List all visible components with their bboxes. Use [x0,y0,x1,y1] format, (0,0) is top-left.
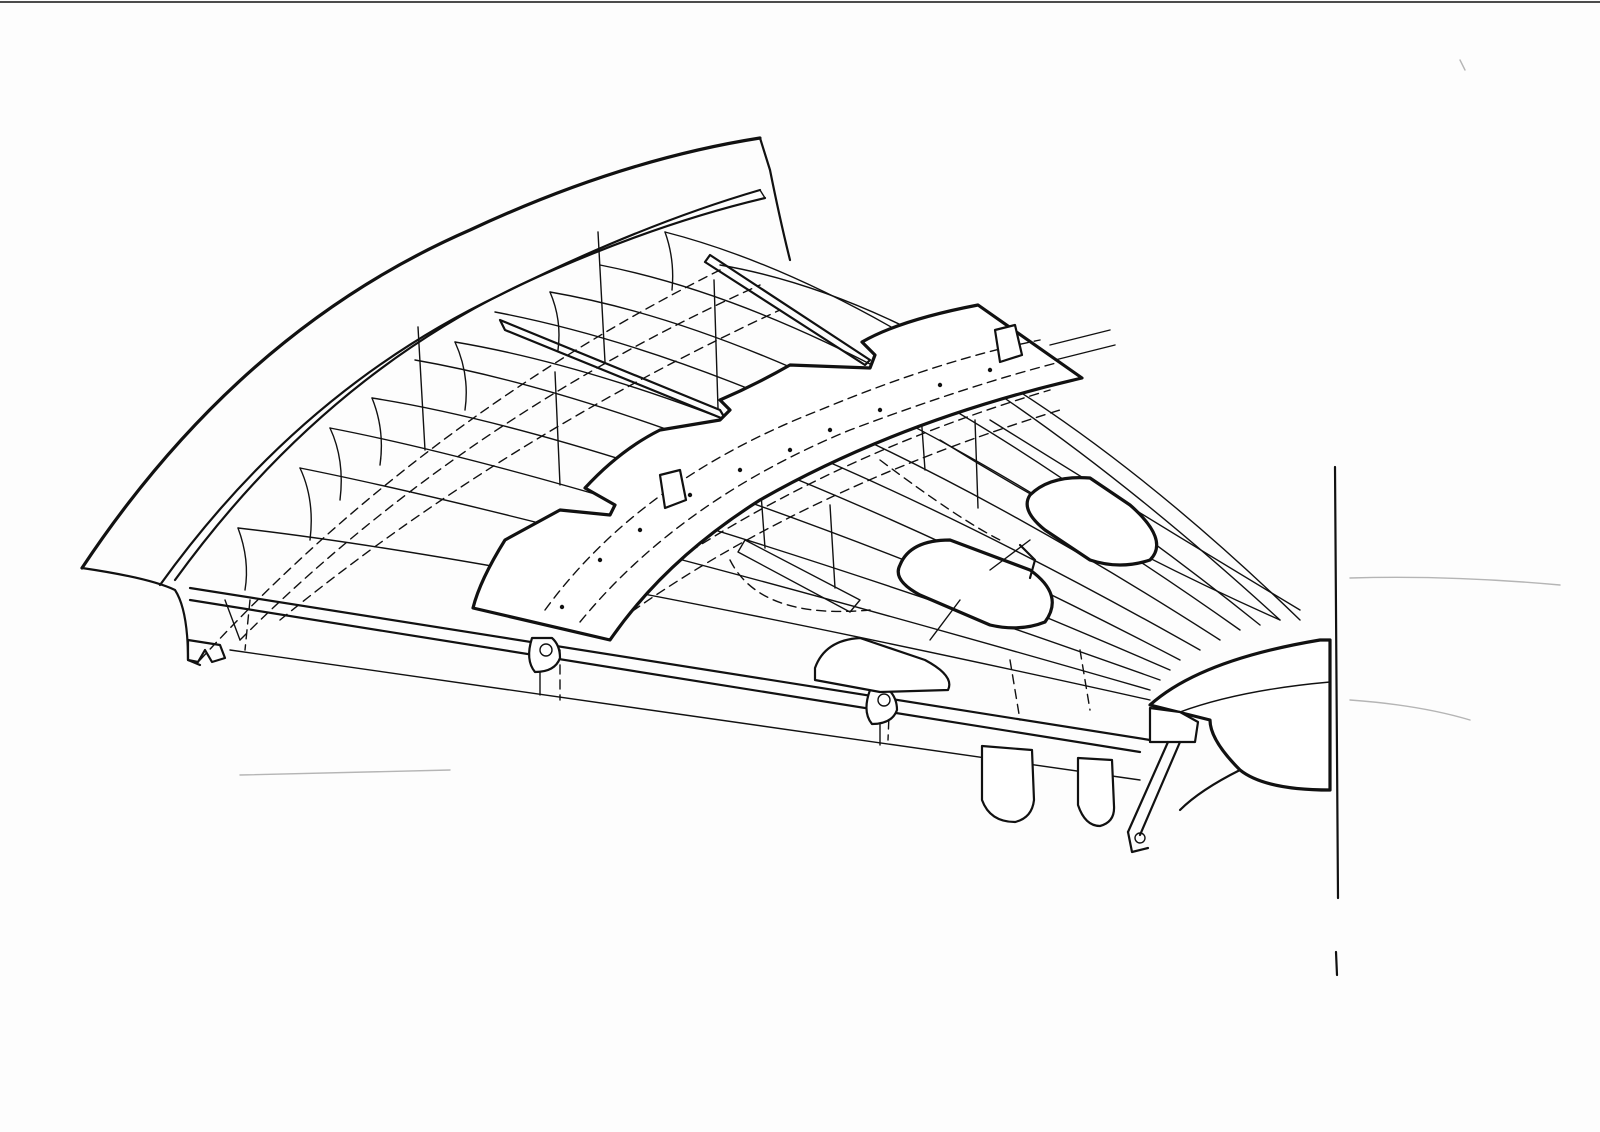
curved-walkway [471,303,1116,642]
light-panels [813,476,1159,694]
pencil-marks [239,59,1561,776]
central-hub [1126,638,1332,837]
beam-brackets [528,636,899,726]
downlights [980,744,1150,854]
column-line [1333,465,1340,977]
curved-fascia [80,136,792,667]
rib-ends [237,231,674,591]
